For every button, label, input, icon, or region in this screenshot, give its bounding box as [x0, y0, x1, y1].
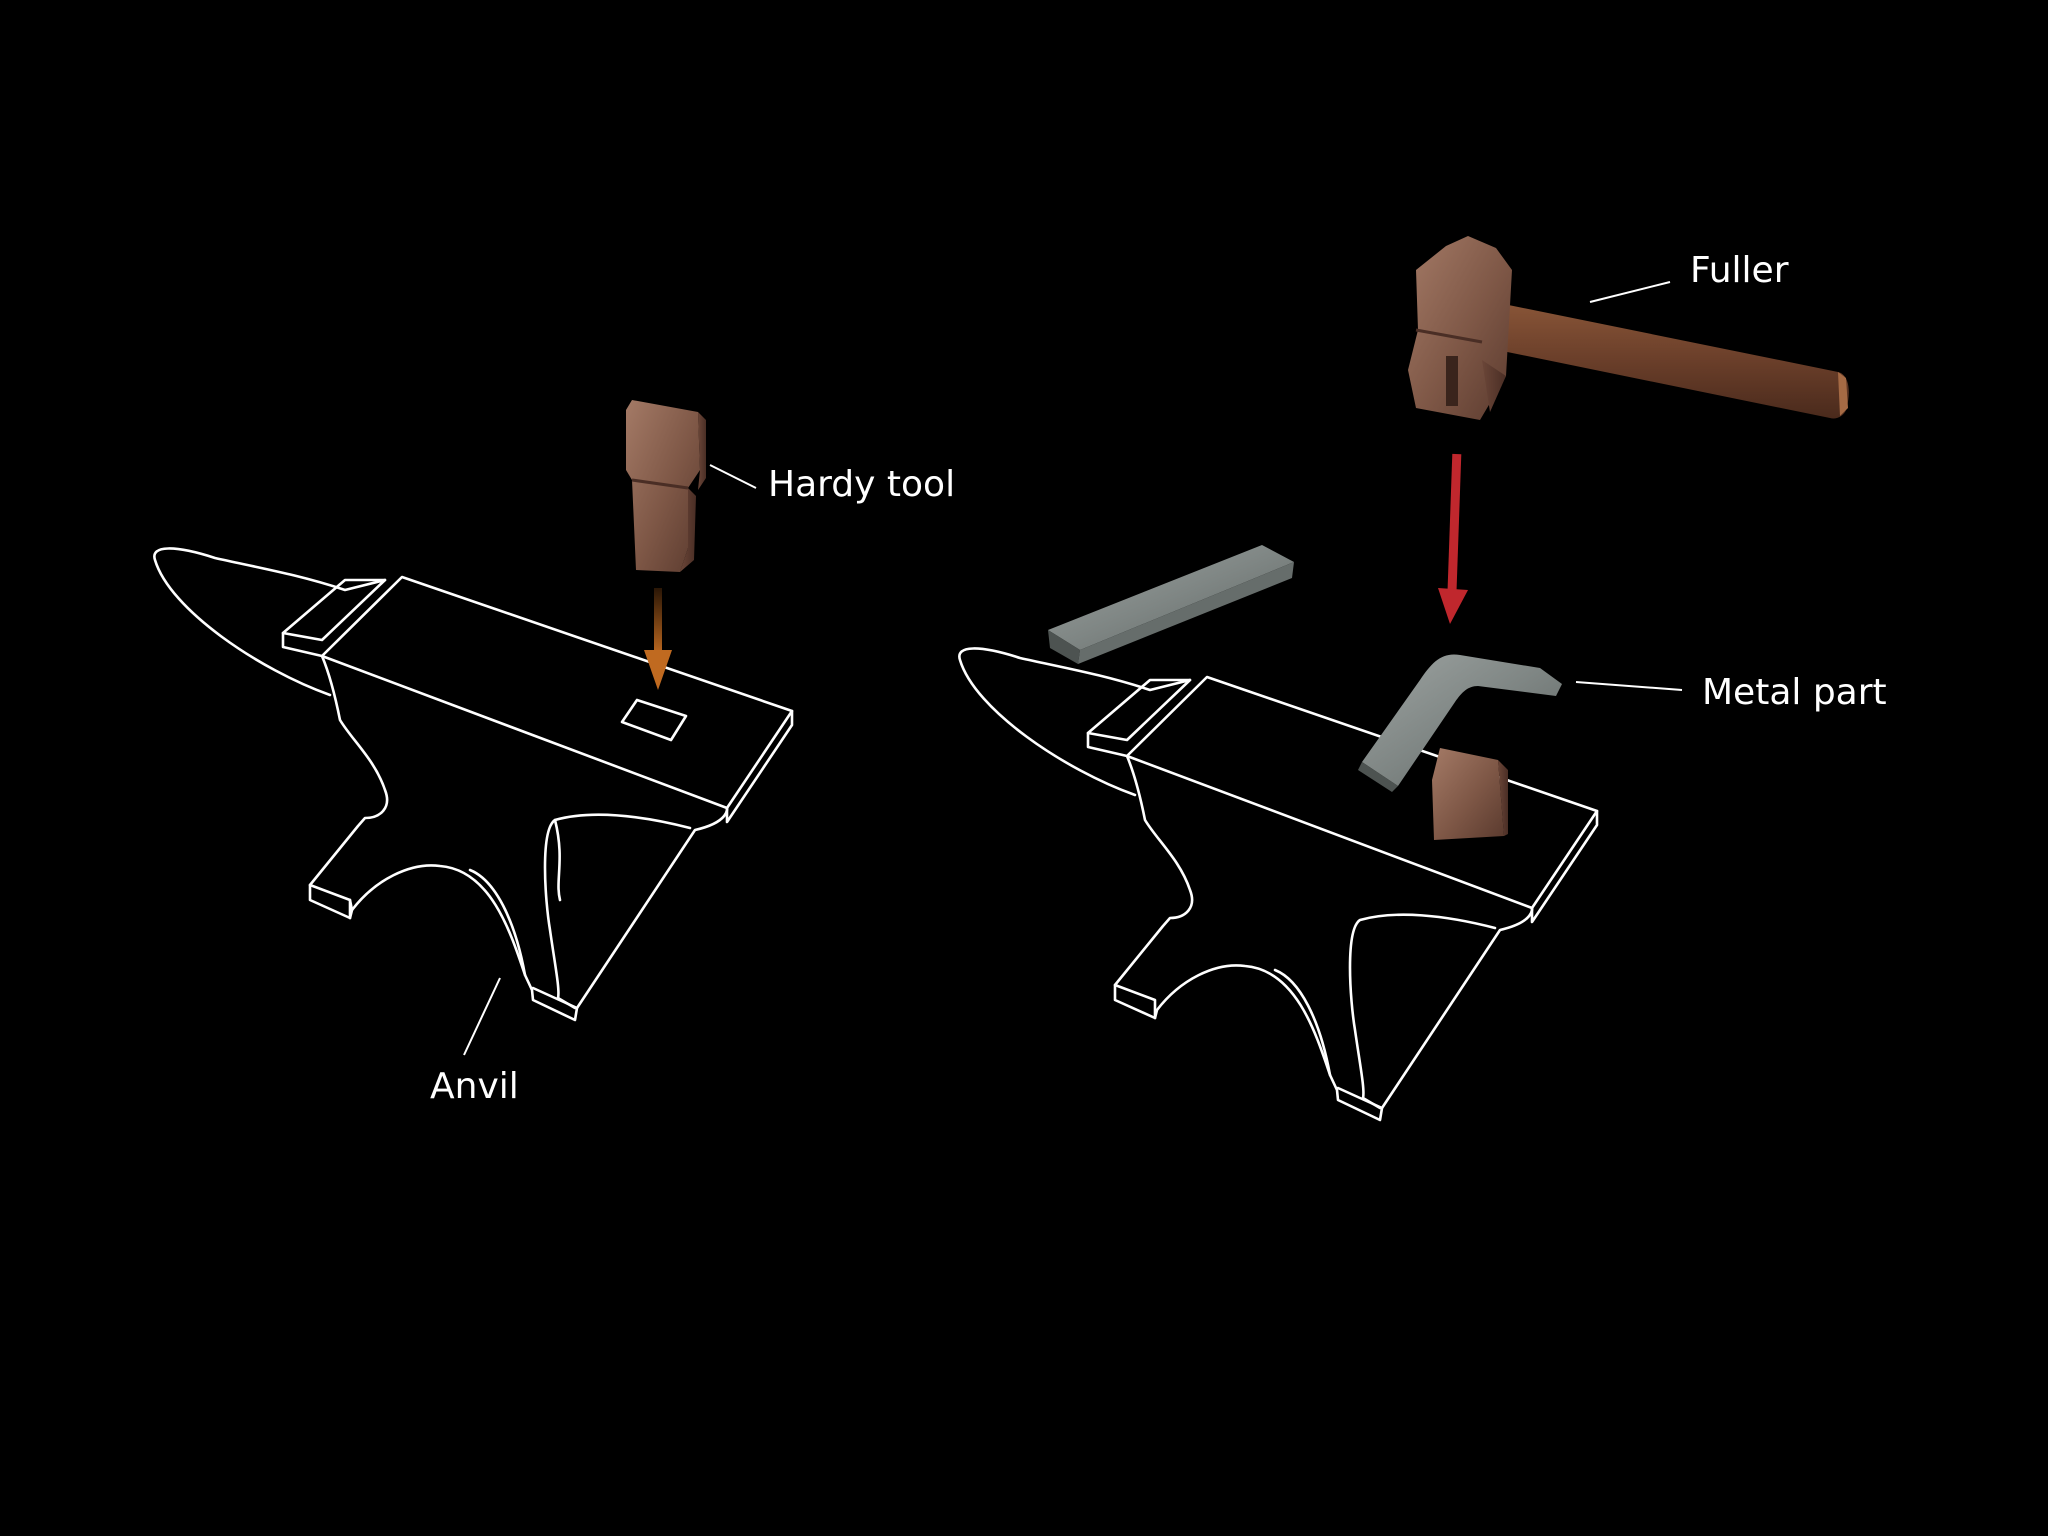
hardy-tool	[626, 400, 706, 572]
metal-part-bent	[1358, 654, 1562, 792]
metal-part-label: Metal part	[1702, 672, 1887, 713]
anvil-label: Anvil	[430, 1066, 519, 1107]
fuller-leader	[1589, 281, 1671, 303]
anvil-leader	[463, 977, 501, 1056]
fuller-label: Fuller	[1690, 250, 1789, 291]
hardy-tool-leader	[709, 464, 757, 489]
fuller-hammer	[1408, 236, 1849, 420]
hardy-tool-installed	[1432, 748, 1508, 840]
hardy-tool-label: Hardy tool	[768, 464, 955, 505]
right-anvil	[958, 647, 1599, 1122]
metal-part-leader	[1575, 681, 1683, 691]
down-arrow-red	[1438, 453, 1468, 624]
metal-bar-straight	[1048, 545, 1294, 664]
left-anvil	[153, 547, 794, 1022]
down-arrow-orange	[644, 588, 672, 690]
